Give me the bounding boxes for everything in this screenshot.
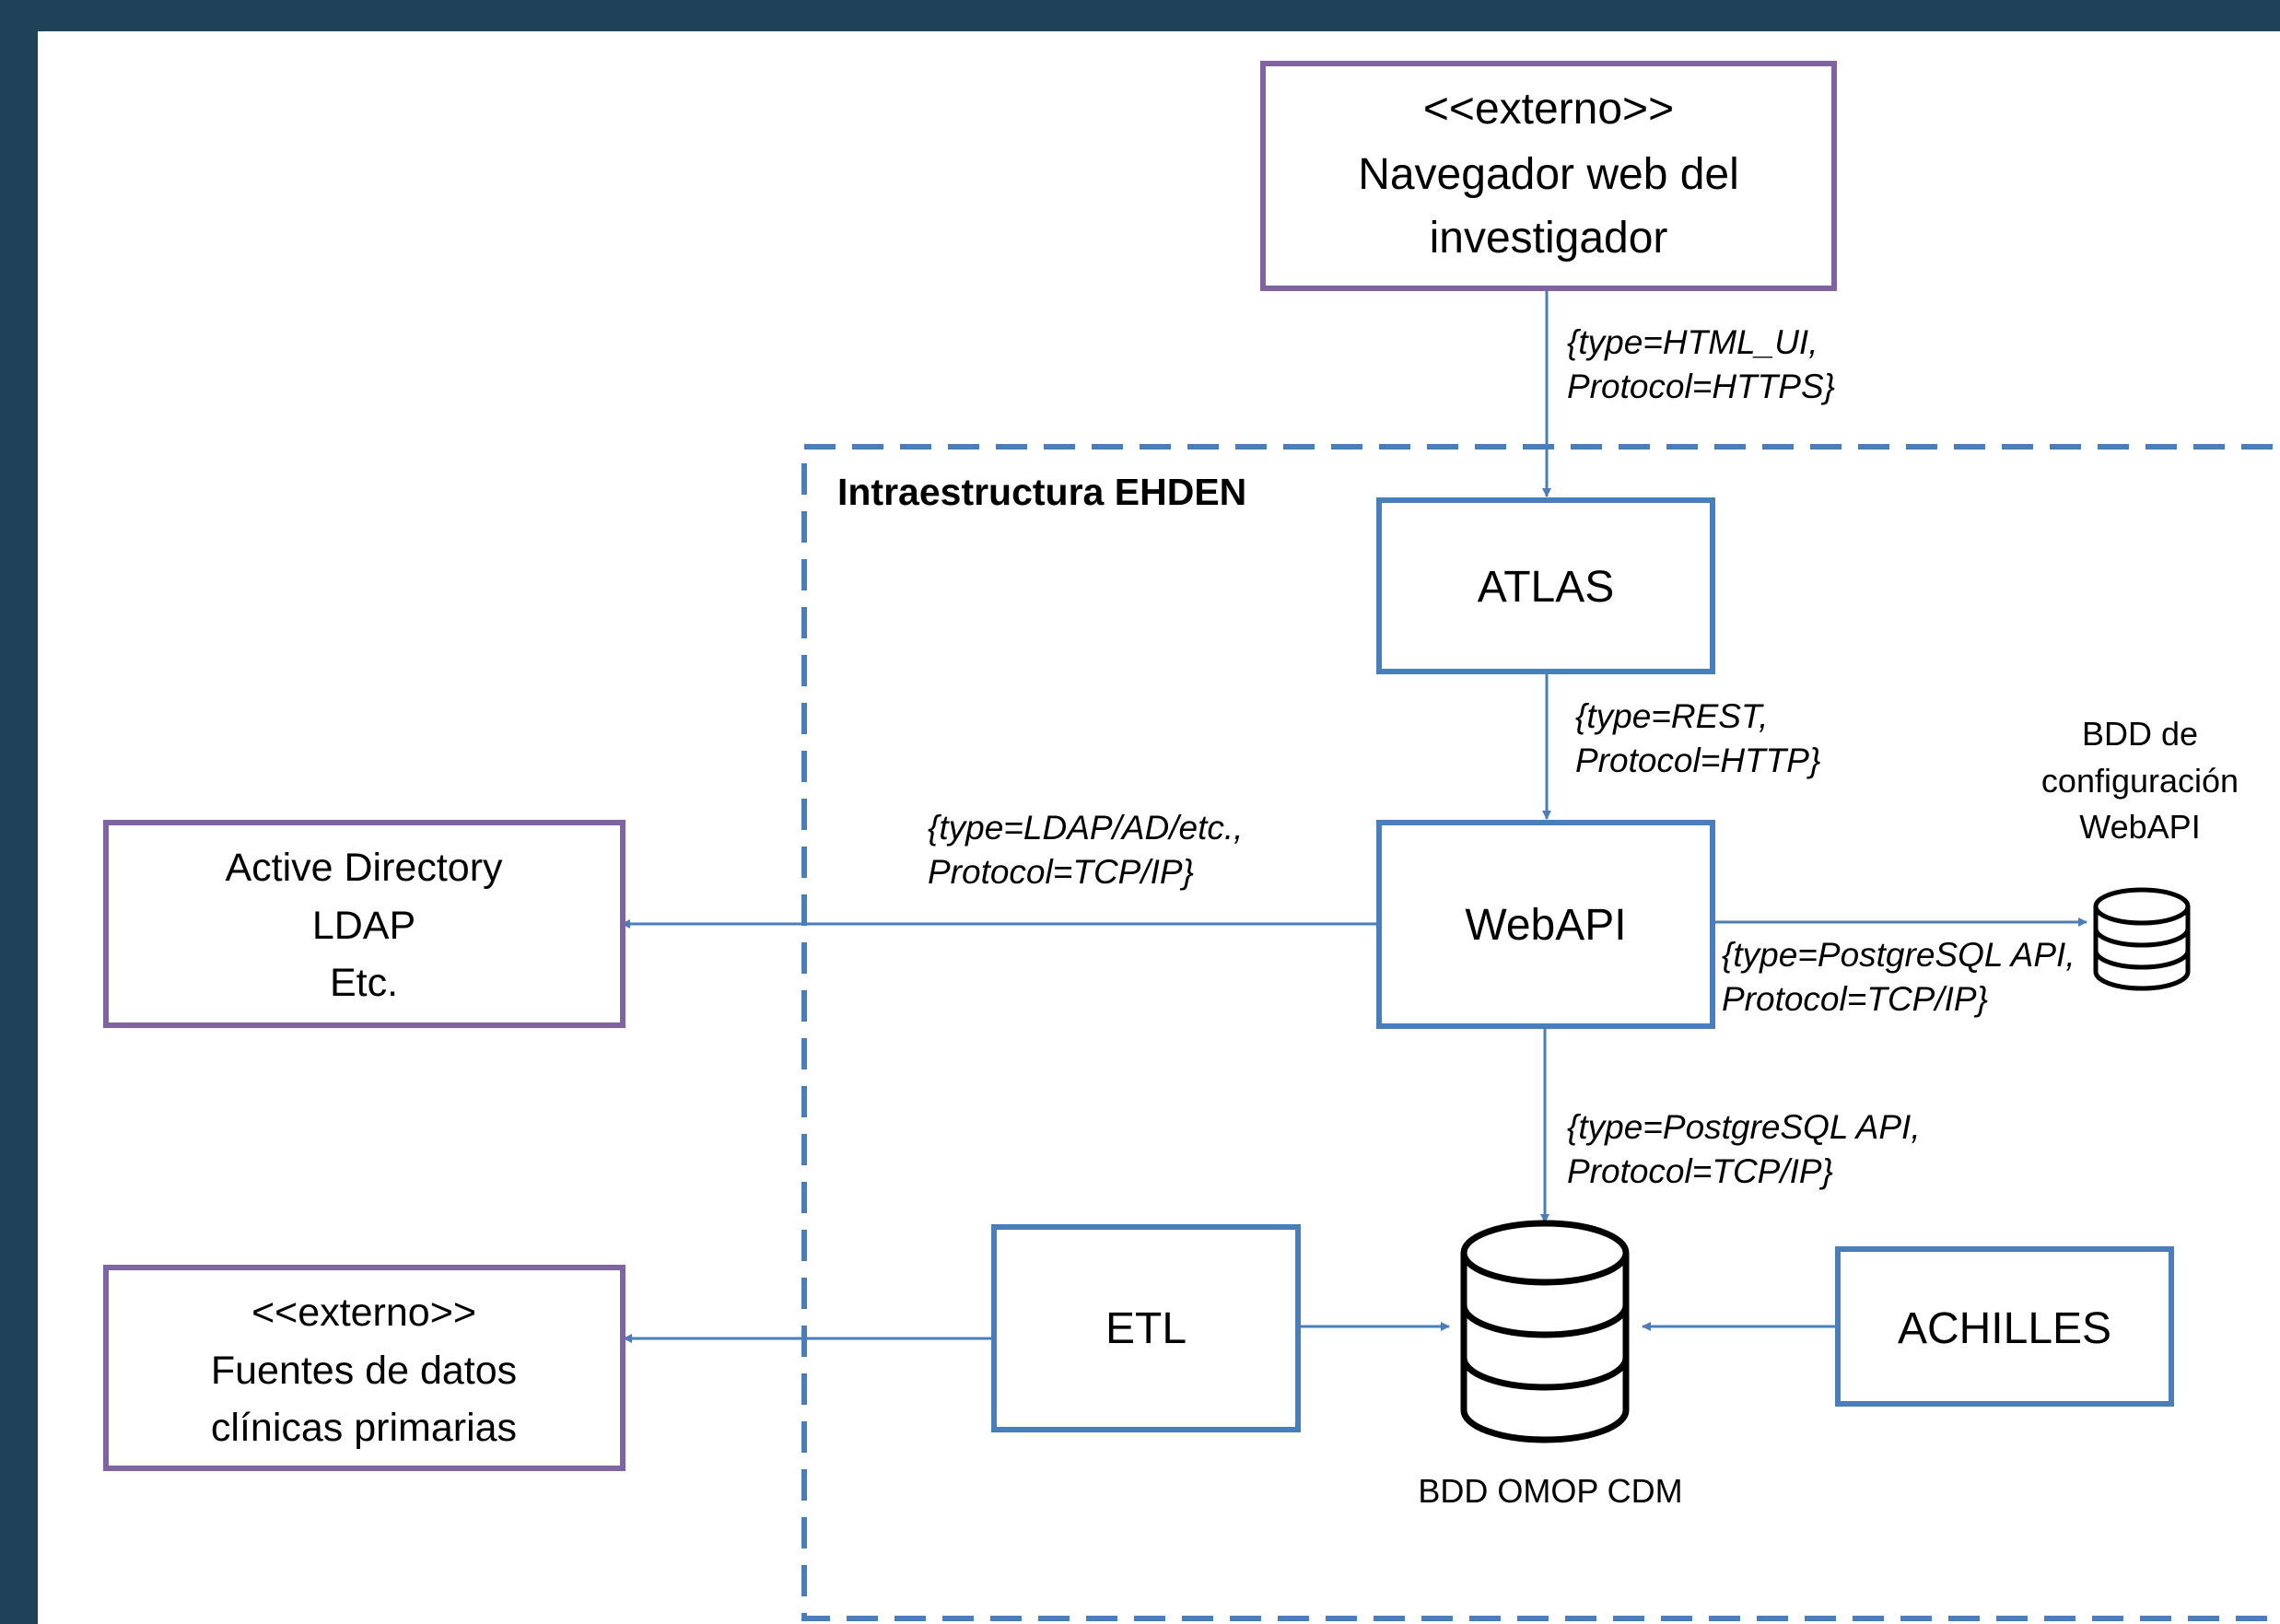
atlas-label: ATLAS — [1478, 563, 1615, 612]
database-icon — [2093, 887, 2191, 991]
omop-db-label: BDD OMOP CDM — [1418, 1472, 1682, 1510]
label-webapi-omop-type: {type=PostgreSQL API, — [1567, 1108, 1921, 1146]
omop-db-node[interactable]: BDD OMOP CDM — [1418, 1220, 1683, 1510]
connectors — [621, 290, 2087, 1343]
label-webapi-configdb-protocol: Protocol=TCP/IP} — [1722, 980, 1988, 1018]
browser-stereotype: <<externo>> — [1423, 85, 1674, 134]
browser-label-line1: Navegador web del — [1358, 150, 1739, 199]
browser-label-line2: investigador — [1430, 214, 1668, 263]
label-atlas-webapi-protocol: Protocol=HTTP} — [1575, 742, 1820, 779]
achilles-node[interactable]: ACHILLES — [1835, 1246, 2174, 1407]
label-webapi-omop-protocol: Protocol=TCP/IP} — [1567, 1152, 1833, 1190]
config-db-label-line3: WebAPI — [2079, 808, 2200, 846]
label-webapi-ldap-type: {type=LDAP/AD/etc., — [928, 809, 1243, 847]
webapi-label: WebAPI — [1465, 901, 1626, 950]
sources-stereotype: <<externo>> — [251, 1291, 476, 1335]
etl-node[interactable]: ETL — [991, 1224, 1301, 1432]
database-icon — [1460, 1220, 1630, 1443]
sources-label-line1: Fuentes de datos — [211, 1349, 517, 1393]
label-atlas-webapi-type: {type=REST, — [1575, 697, 1768, 735]
config-db-label-line2: configuración — [2041, 762, 2239, 800]
boundary-title: Intraestructura EHDEN — [837, 471, 1246, 513]
label-webapi-ldap-protocol: Protocol=TCP/IP} — [928, 853, 1194, 891]
diagram-canvas: Intraestructura EHDEN {type=HTML_UI, Pro… — [38, 31, 2280, 1624]
clinical-sources-node[interactable]: <<externo>> Fuentes de datos clínicas pr… — [103, 1265, 626, 1471]
browser-node[interactable]: <<externo>> Navegador web del investigad… — [1260, 61, 1837, 291]
ad-label-line2: LDAP — [312, 904, 415, 948]
architecture-diagram: Intraestructura EHDEN {type=HTML_UI, Pro… — [103, 61, 2280, 1621]
sources-label-line2: clínicas primarias — [211, 1406, 517, 1450]
label-webapi-configdb-type: {type=PostgreSQL API, — [1722, 936, 2075, 974]
webapi-node[interactable]: WebAPI — [1376, 820, 1715, 1029]
ad-label-line1: Active Directory — [225, 846, 503, 890]
config-db-node[interactable]: BDD de configuración WebAPI — [2041, 715, 2239, 991]
ehden-boundary: Intraestructura EHDEN — [801, 444, 2280, 1621]
atlas-node[interactable]: ATLAS — [1376, 497, 1715, 674]
config-db-label-line1: BDD de — [2082, 715, 2198, 753]
label-browser-atlas-protocol: Protocol=HTTPS} — [1567, 368, 1835, 405]
connector-labels: {type=HTML_UI, Protocol=HTTPS} {type=RES… — [928, 323, 2075, 1190]
ad-label-line3: Etc. — [330, 961, 398, 1005]
achilles-label: ACHILLES — [1898, 1304, 2111, 1353]
etl-label: ETL — [1105, 1304, 1187, 1353]
label-browser-atlas-type: {type=HTML_UI, — [1567, 323, 1818, 361]
active-directory-node[interactable]: Active Directory LDAP Etc. — [103, 820, 626, 1028]
